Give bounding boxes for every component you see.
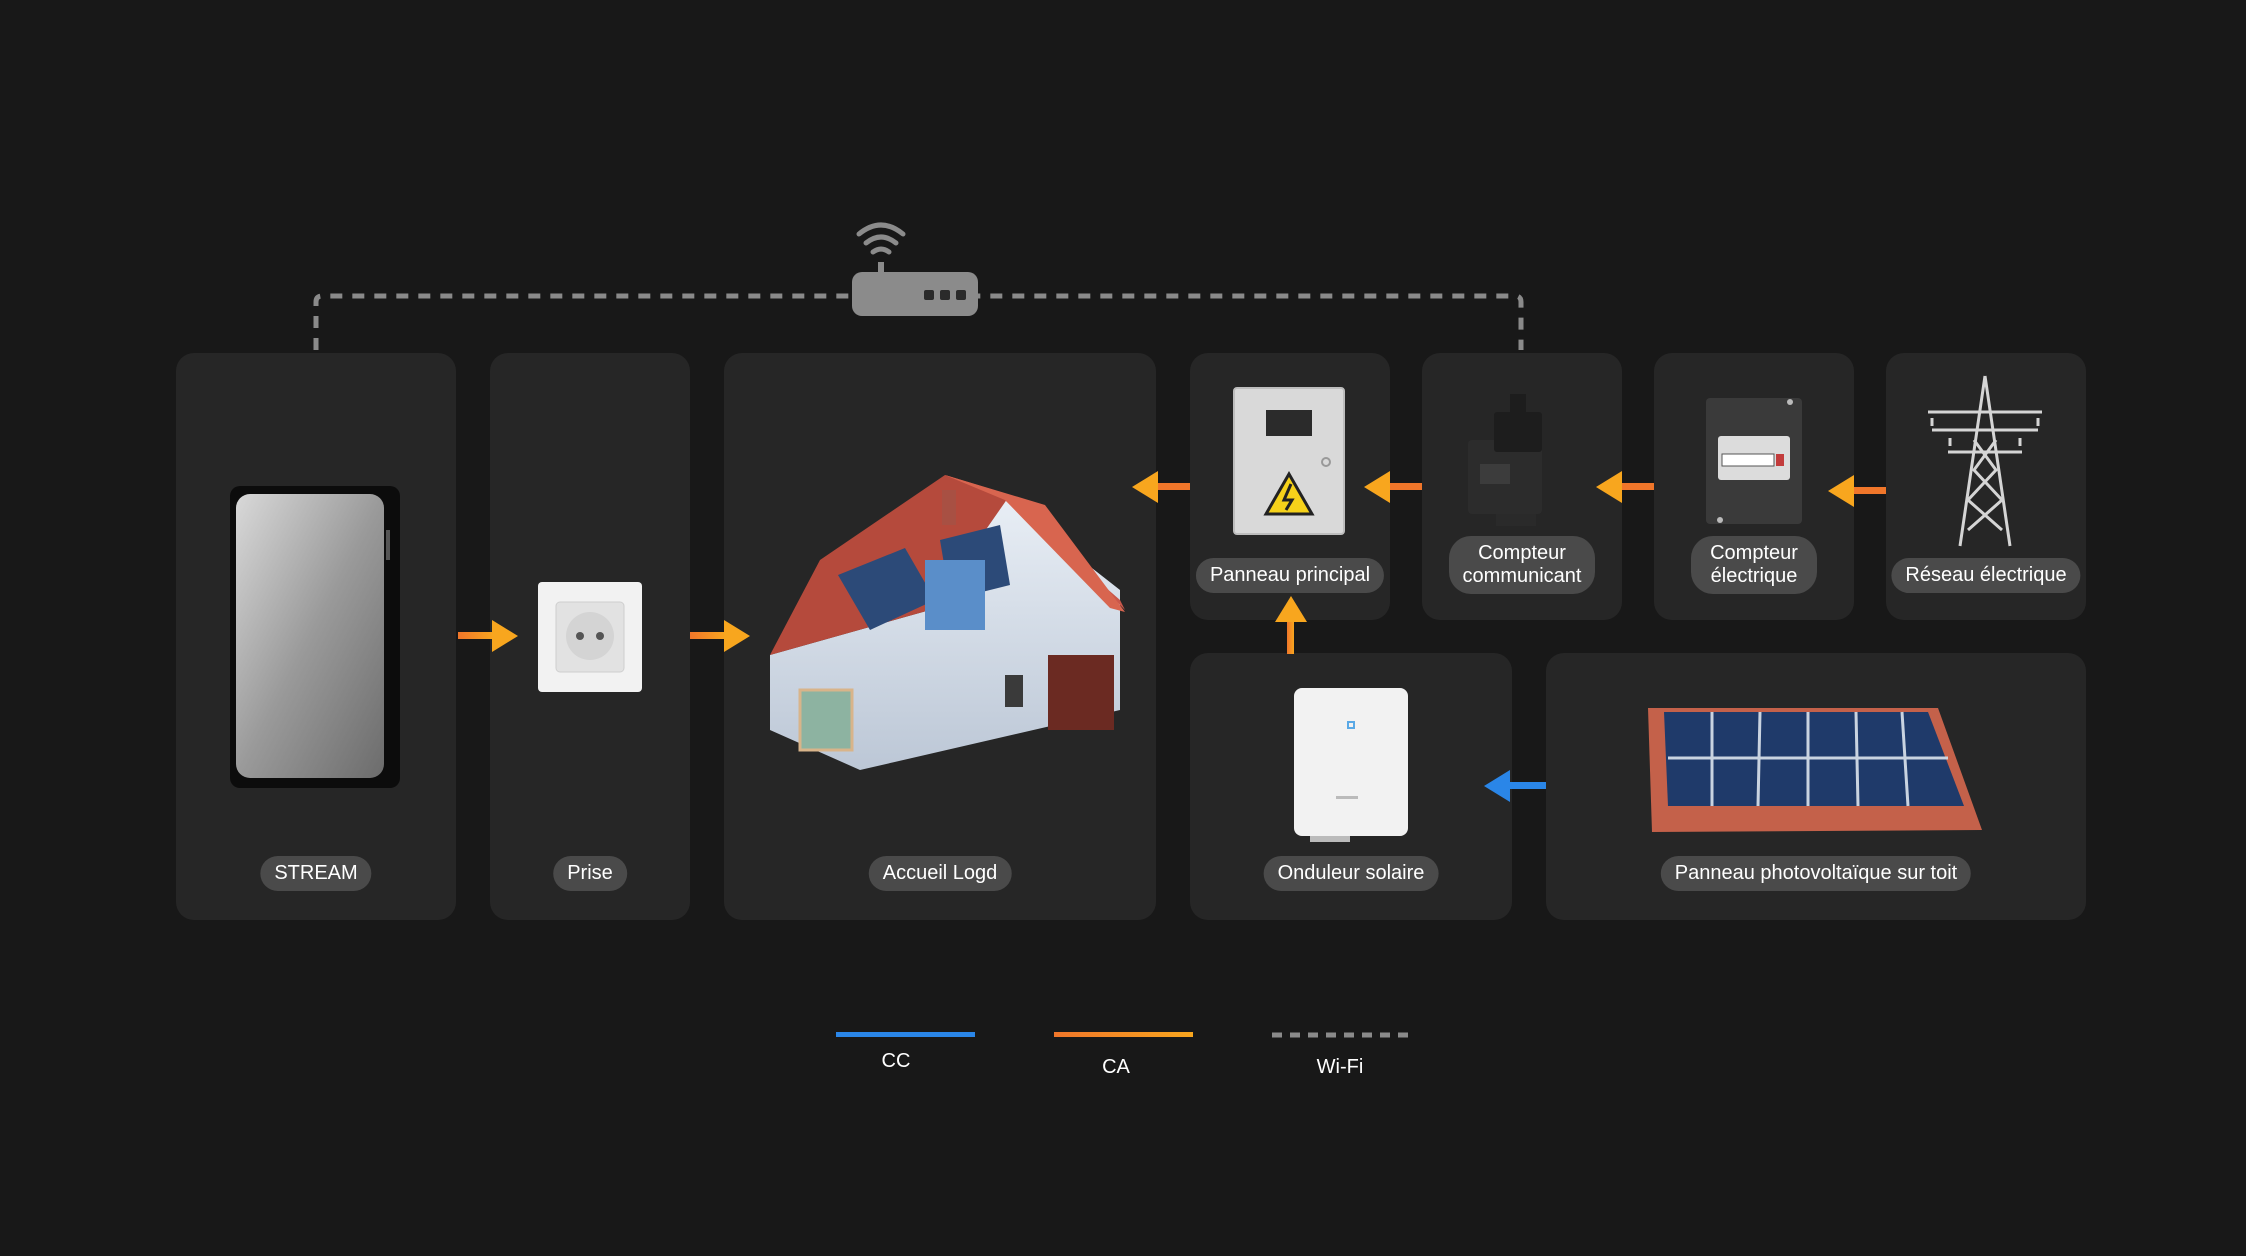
onduleur-label: Onduleur solaire [1263,856,1439,891]
smart-meter-icon [1468,394,1542,526]
ac-arrow-stream-prise [458,620,518,652]
house-icon [770,475,1125,770]
compteur-electrique-label: Compteur électrique [1691,536,1817,594]
reseau-label: Réseau électrique [1891,558,2081,593]
wifi-icon [856,222,906,255]
ac-arrow-onduleur-panneau [1275,596,1307,654]
stream-label: STREAM [260,856,372,891]
panneau-principal-label: Panneau principal [1195,558,1385,593]
legend-cc-label: CC [881,1050,911,1072]
legend-cc-line [836,1032,975,1037]
router-icon [852,262,978,316]
ac-arrow-reseau-electrique [1828,475,1886,507]
ac-arrow-electrique-communicant [1596,471,1654,503]
battery-icon [230,486,400,788]
electric-meter-icon [1706,398,1802,524]
wifi-link [313,293,1524,350]
reseau-card: Réseau électrique [1886,353,2086,620]
legend-wifi-label: Wi-Fi [1316,1056,1364,1078]
ac-arrow-prise-accueil [690,620,750,652]
ac-arrow-panneau-accueil [1132,471,1190,503]
inverter-icon [1294,688,1408,842]
socket-icon [538,582,642,692]
pylon-icon [1928,375,2042,547]
prise-label: Prise [553,856,627,891]
compteur-communicant-label: Compteur communicant [1449,536,1595,594]
electrical-panel-icon [1233,387,1345,535]
legend-ca-label: CA [1102,1056,1130,1078]
photovoltaique-label: Panneau photovoltaïque sur toit [1660,856,1972,891]
ac-arrow-communicant-panneau [1364,471,1422,503]
dc-arrow-pv-onduleur [1484,770,1546,802]
accueil-label: Accueil Logd [868,856,1012,891]
legend-ca-line [1054,1032,1193,1037]
compteur-electrique-card: Compteur électrique [1654,353,1854,620]
solar-panel-icon [1648,708,1982,832]
